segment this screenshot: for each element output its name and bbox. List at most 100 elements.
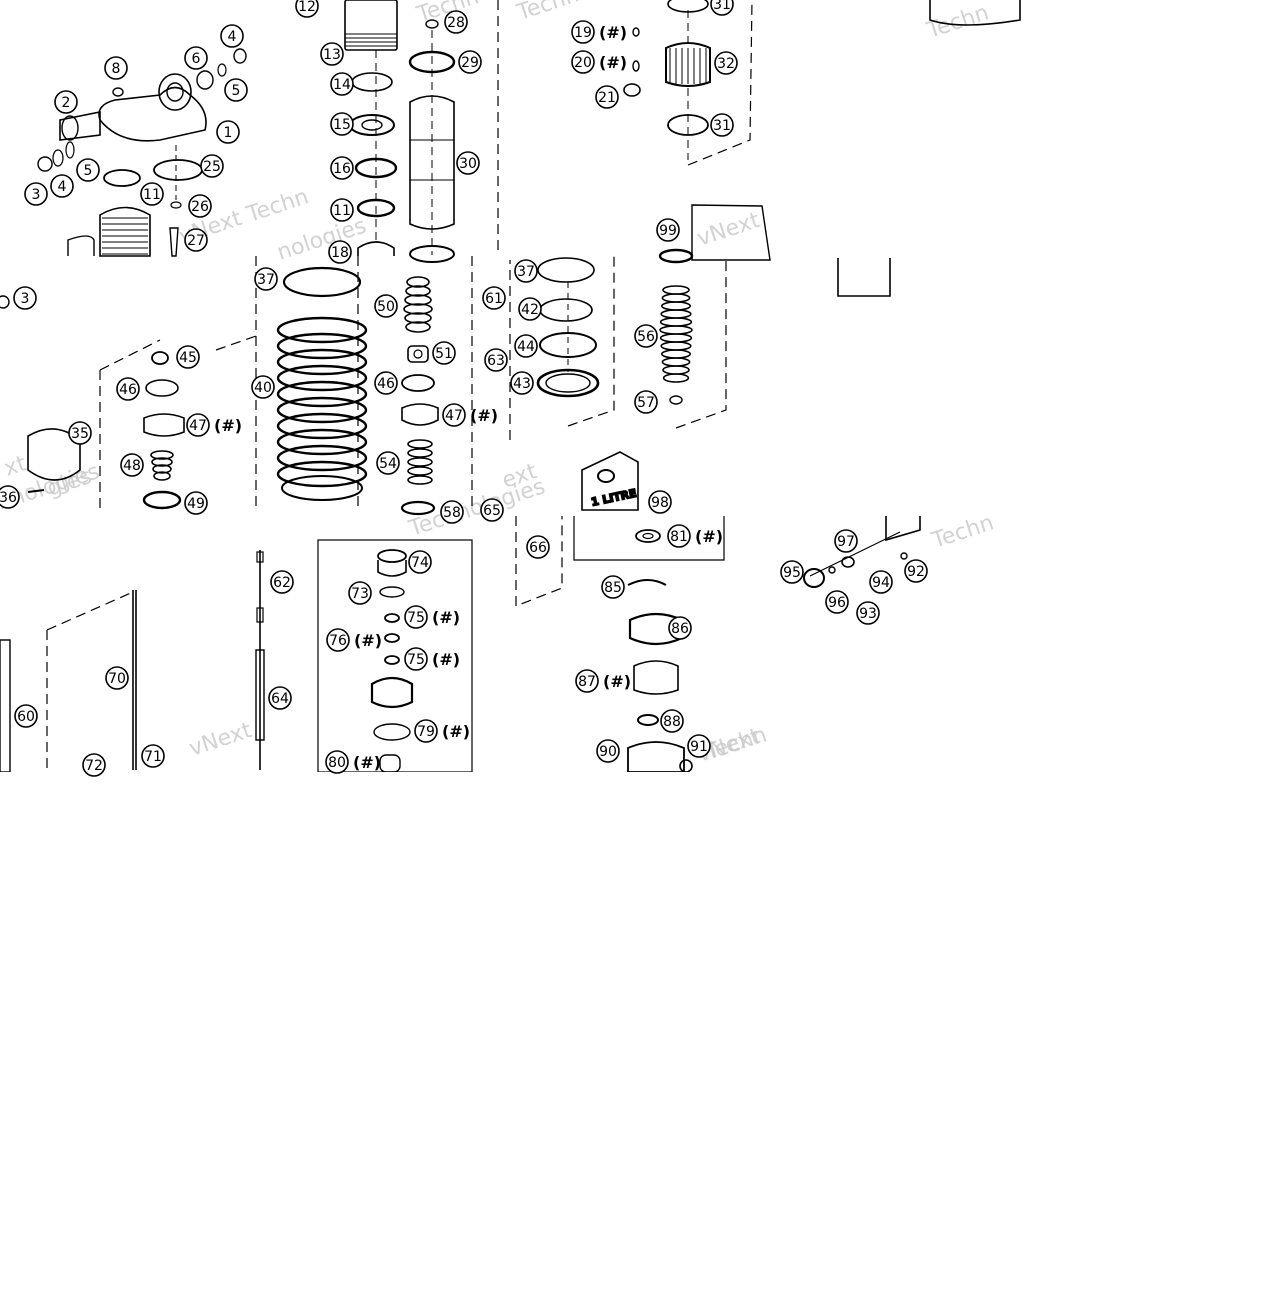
part-outline: [401, 374, 435, 392]
leader-line: [27, 489, 45, 493]
part-outline: [276, 396, 368, 424]
part-outline: [539, 332, 597, 358]
callout-number: 14: [333, 77, 351, 93]
part-callout-63: 63: [484, 348, 508, 372]
part-outline: [632, 60, 640, 72]
part-callout-45: 45: [176, 345, 200, 369]
hash-marker: (#): [214, 416, 242, 435]
part-callout-91: 91: [687, 734, 711, 758]
part-outline: [61, 115, 79, 141]
callout-circle: [518, 297, 542, 321]
part-callout-79: 79(#): [414, 719, 470, 743]
part-callout-94: 94: [869, 570, 893, 594]
callout-number: 62: [273, 575, 291, 591]
callout-number: 58: [443, 505, 461, 521]
part-outline: [170, 201, 182, 209]
part-outline: [803, 568, 825, 588]
callout-circle: [224, 78, 248, 102]
callout-number: 72: [85, 758, 103, 774]
callout-number: 95: [783, 565, 801, 581]
part-callout-86: 86: [668, 616, 692, 640]
part-callout-8: 8: [104, 56, 128, 80]
callout-number: 43: [513, 376, 531, 392]
callout-circle: [184, 228, 208, 252]
part-callout-14: 14: [330, 72, 354, 96]
callout-number: 47: [445, 408, 463, 424]
part-outline: [661, 293, 691, 303]
part-outline: [660, 349, 691, 359]
watermark-text: nologies: [274, 213, 369, 265]
callout-number: 60: [17, 709, 35, 725]
part-callout-32: 32: [714, 51, 738, 75]
callout-number: 46: [377, 376, 395, 392]
part-outline: [196, 70, 214, 90]
part-callout-36: 36: [0, 485, 20, 509]
valve-pin: [169, 227, 179, 257]
part-outline: [37, 156, 53, 172]
part-callout-80: 80(#): [325, 750, 381, 774]
part-outline: [660, 301, 691, 311]
part-outline: [217, 63, 227, 77]
callout-number: 26: [191, 199, 209, 215]
callout-number: 71: [144, 749, 162, 765]
part-callout-98: 98: [648, 490, 672, 514]
part-callout-48: 48: [120, 453, 144, 477]
part-callout-76: 76(#): [326, 628, 382, 652]
part-outline: [407, 439, 433, 449]
callout-circle: [326, 628, 350, 652]
callout-circle: [176, 345, 200, 369]
callout-number: 20: [574, 55, 592, 71]
callout-circle: [825, 590, 849, 614]
callout-circle: [710, 0, 734, 16]
callout-circle: [184, 491, 208, 515]
callout-number: 48: [123, 458, 141, 474]
part-callout-35: 35: [68, 421, 92, 445]
part-callout-3: 3: [13, 286, 37, 310]
part-outline: [152, 464, 172, 474]
part-callout-85: 85: [601, 575, 625, 599]
watermark-text: Techn: [513, 0, 582, 26]
callout-circle: [484, 348, 508, 372]
part-callout-51: 51: [432, 341, 456, 365]
callout-number: 21: [598, 90, 616, 106]
part-callout-93: 93: [856, 601, 880, 625]
callout-circle: [141, 744, 165, 768]
callout-circle: [634, 390, 658, 414]
callout-circle: [116, 377, 140, 401]
callout-number: 46: [119, 382, 137, 398]
callout-circle: [432, 341, 456, 365]
part-outline: [357, 241, 395, 256]
box: [837, 258, 891, 297]
callout-circle: [184, 46, 208, 70]
part-callout-71: 71: [141, 744, 165, 768]
gasket: [691, 204, 771, 261]
callout-circle: [648, 490, 672, 514]
callout-number: 97: [837, 534, 855, 550]
hash-marker: (#): [603, 672, 631, 691]
callout-number: 29: [461, 55, 479, 71]
part-callout-28: 28: [444, 10, 468, 34]
dust-cover: [401, 403, 439, 426]
watermark-text: Techn: [701, 722, 770, 766]
part-outline: [662, 285, 690, 295]
callout-circle: [482, 286, 506, 310]
part-outline: [407, 448, 433, 458]
part-outline: [828, 566, 836, 574]
part-callout-44: 44: [514, 334, 538, 358]
seal-head: [143, 413, 185, 437]
part-callout-61: 61: [482, 286, 506, 310]
part-outline: [158, 73, 192, 111]
callout-number: 30: [459, 156, 477, 172]
callout-number: 27: [187, 233, 205, 249]
body-end: [627, 741, 685, 772]
part-outline: [145, 379, 179, 397]
part-outline: [407, 466, 433, 476]
bracket-frame: [573, 516, 725, 561]
callout-number: 75: [407, 610, 425, 626]
callout-circle: [667, 524, 691, 548]
callout-number: 31: [713, 118, 731, 134]
part-outline: [276, 444, 368, 472]
part-callout-95: 95: [780, 560, 804, 584]
